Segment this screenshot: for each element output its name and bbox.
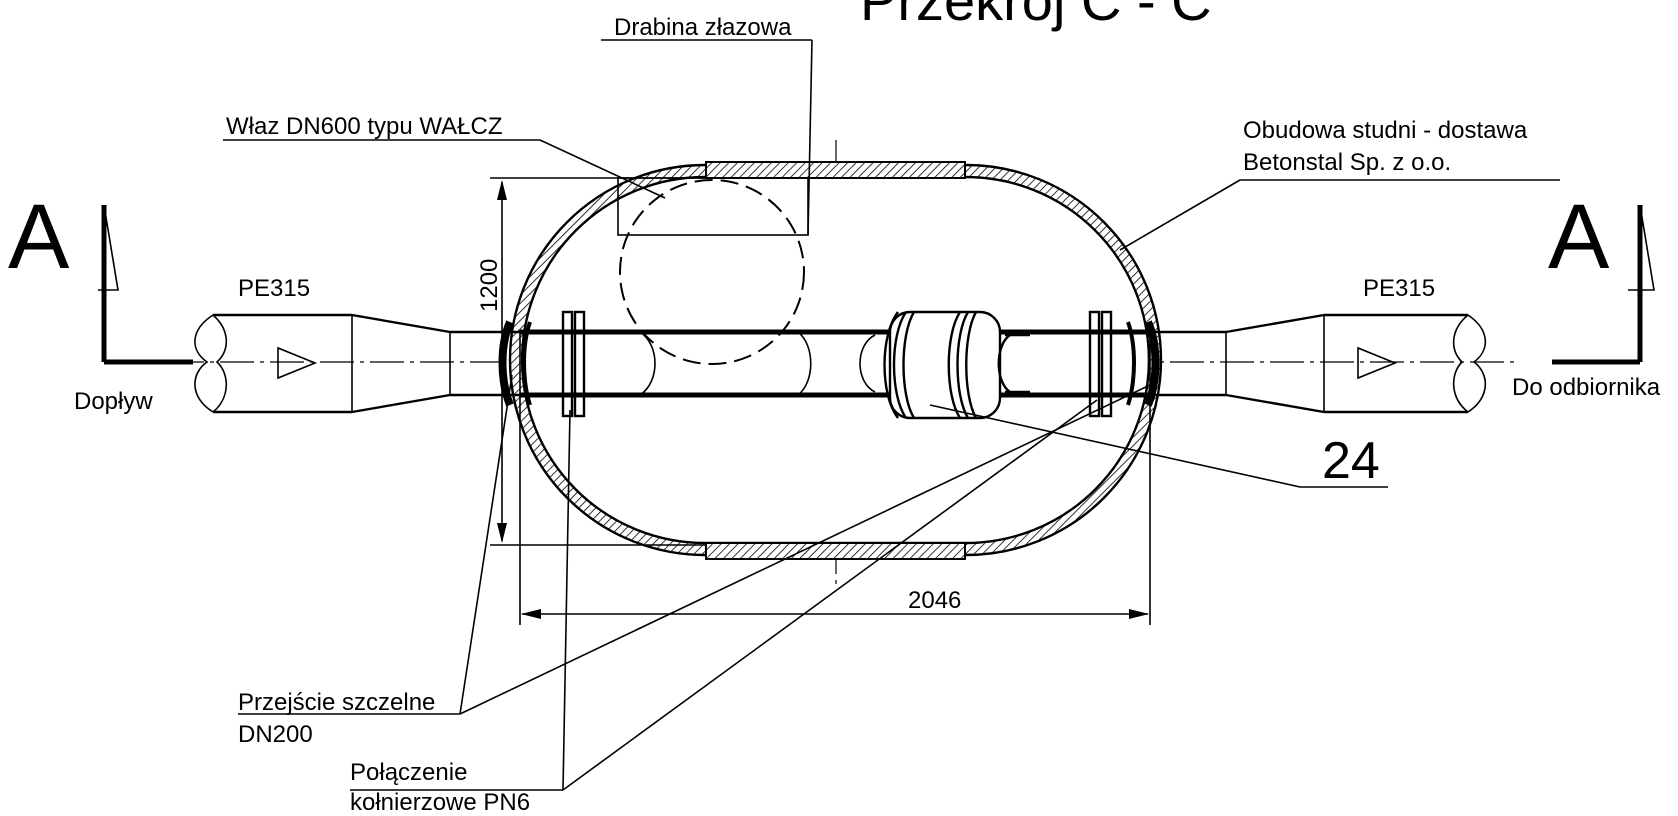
- flange-connections: [561, 310, 1113, 418]
- dimension-height-label: 1200: [476, 259, 503, 312]
- hatch-label: Właz DN600 typu WAŁCZ: [226, 113, 503, 140]
- inflow-label: Dopływ: [74, 388, 153, 415]
- inflow-pipe: [194, 313, 520, 414]
- passage-label-line2: DN200: [238, 721, 313, 748]
- section-letter-right: A: [1548, 186, 1610, 288]
- section-mark-left: A: [8, 186, 193, 365]
- pipe-label-left: PE315: [238, 275, 310, 302]
- section-mark-right: A: [1548, 186, 1655, 365]
- leader-lines: [223, 39, 1560, 791]
- ladder-label: Drabina złazowa: [614, 14, 792, 41]
- flange-label-line2: kołnierzowe PN6: [350, 789, 530, 816]
- drawing-title: Przekrój C - C: [860, 0, 1212, 32]
- valve-item: [883, 310, 1030, 420]
- dimension-width-label: 2046: [908, 587, 961, 614]
- section-letter-left: A: [8, 186, 70, 288]
- outflow-pipe: [1155, 313, 1487, 414]
- well-housing: [508, 161, 1163, 560]
- pipe-label-right: PE315: [1363, 275, 1435, 302]
- outflow-label: Do odbiornika: [1512, 374, 1661, 401]
- housing-label-line2: Betonstal Sp. z o.o.: [1243, 149, 1451, 176]
- dimension-width: 2046: [519, 330, 1151, 625]
- item-number-label: 24: [1322, 432, 1380, 490]
- flange-label-line1: Połączenie: [350, 759, 467, 786]
- passage-label-line1: Przejście szczelne: [238, 689, 435, 716]
- housing-label-line1: Obudowa studni - dostawa: [1243, 117, 1528, 144]
- dimension-height: 1200: [476, 177, 706, 546]
